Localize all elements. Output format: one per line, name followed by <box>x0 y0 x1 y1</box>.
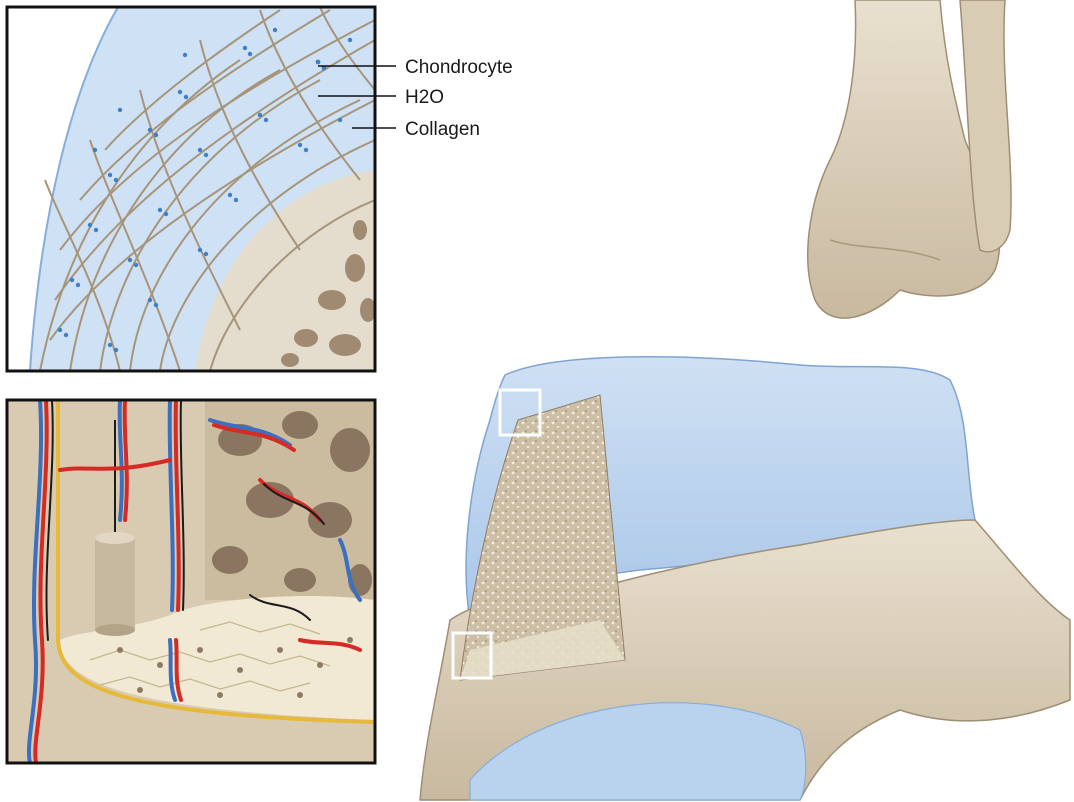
cartilage-inset <box>7 7 376 371</box>
tibia-fibula <box>808 0 1011 318</box>
subchondral-inset <box>7 400 375 763</box>
label-collagen: Collagen <box>405 119 480 140</box>
label-water: H2O <box>405 87 444 108</box>
talus <box>420 357 1070 800</box>
label-chondrocyte: Chondrocyte <box>405 57 513 78</box>
